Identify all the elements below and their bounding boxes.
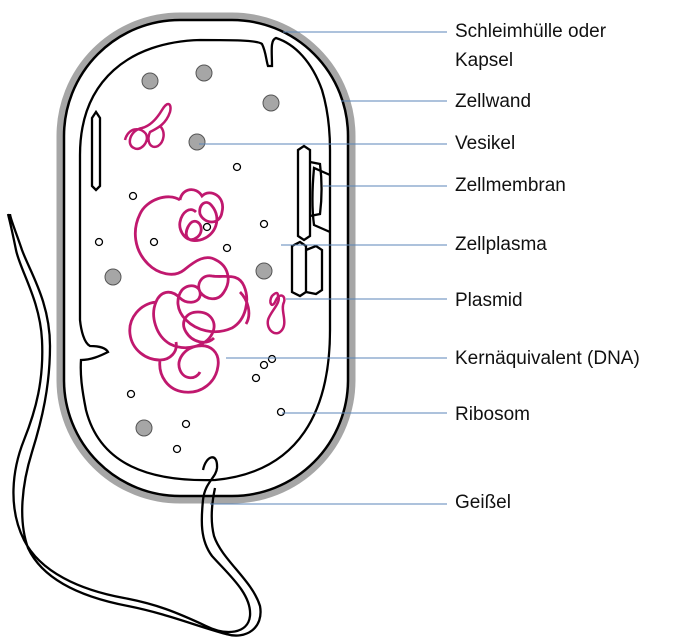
vesicle bbox=[141, 72, 159, 90]
membrane-fold-right-inner-2 bbox=[309, 160, 323, 218]
ribosome bbox=[181, 419, 191, 429]
cell-membrane bbox=[78, 36, 332, 482]
ribosome bbox=[232, 162, 242, 172]
ribosome bbox=[128, 191, 138, 201]
ribosome bbox=[251, 373, 261, 383]
label-cytoplasm: Zellplasma bbox=[455, 234, 547, 255]
label-capsule-line1: Schleimhülle oder bbox=[455, 21, 607, 42]
label-capsule-line2: Kapsel bbox=[455, 50, 514, 71]
vesicle bbox=[262, 94, 280, 112]
ribosome bbox=[172, 444, 182, 454]
ribosomes bbox=[94, 162, 286, 454]
plasmid-top bbox=[123, 102, 172, 151]
nucleoid-dna bbox=[128, 188, 251, 394]
ribosome bbox=[267, 354, 277, 364]
vesicle bbox=[255, 262, 273, 280]
ribosome bbox=[259, 360, 269, 370]
label-ribosome: Ribosom bbox=[455, 404, 530, 425]
vesicle bbox=[188, 133, 206, 151]
ribosome bbox=[259, 219, 269, 229]
ribosome bbox=[276, 407, 286, 417]
membrane-fold-right-inner-4 bbox=[305, 244, 324, 296]
label-nucleoid: Kernäquivalent (DNA) bbox=[455, 348, 640, 369]
membrane-fold-right bbox=[311, 166, 331, 234]
ribosome bbox=[149, 237, 159, 247]
vesicle bbox=[104, 268, 122, 286]
label-cell-wall: Zellwand bbox=[455, 91, 532, 112]
leader-lines bbox=[199, 31, 447, 505]
vesicle bbox=[195, 64, 213, 82]
cell-wall bbox=[62, 18, 350, 498]
flagellum bbox=[6, 213, 262, 637]
vesicle bbox=[135, 419, 153, 437]
ribosome bbox=[222, 243, 232, 253]
membrane-fold-right-inner-1 bbox=[296, 144, 312, 242]
plasmid-right bbox=[266, 291, 286, 335]
label-vesicle: Vesikel bbox=[455, 133, 516, 154]
ribosome bbox=[202, 222, 212, 232]
ribosome bbox=[94, 237, 104, 247]
label-cell-membrane: Zellmembran bbox=[455, 175, 566, 196]
label-flagellum: Geißel bbox=[455, 492, 511, 513]
label-plasmid: Plasmid bbox=[455, 290, 523, 311]
membrane-fold-left bbox=[90, 109, 102, 192]
ribosome bbox=[126, 389, 136, 399]
